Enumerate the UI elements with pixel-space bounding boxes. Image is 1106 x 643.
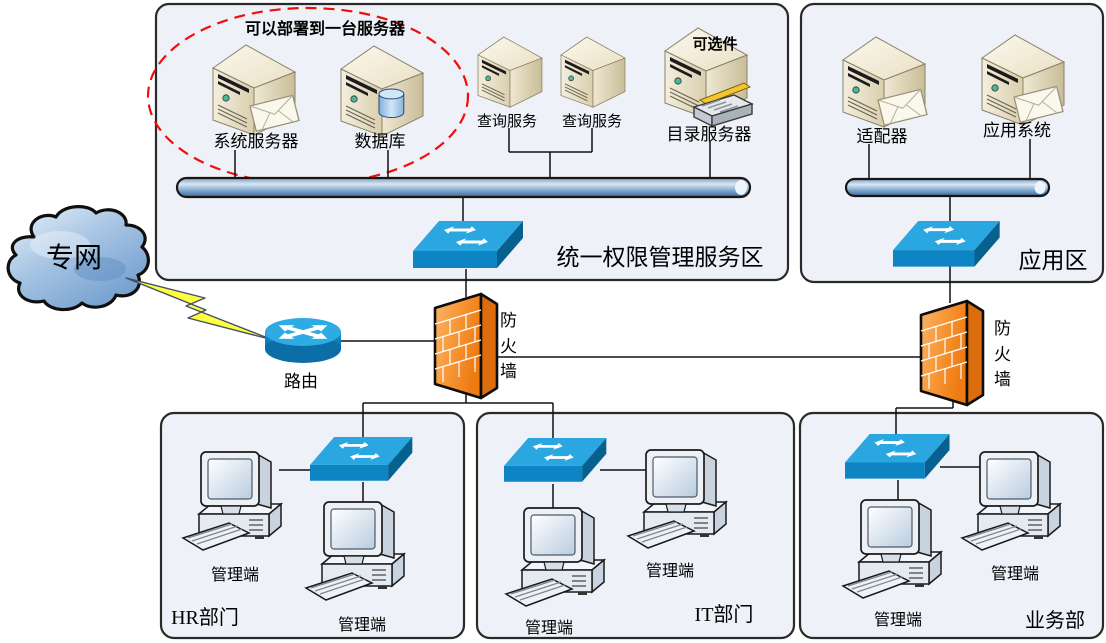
zone-title-hr: HR部门 — [171, 607, 239, 629]
optional-note: 可选件 — [692, 36, 738, 53]
label-biz-client-2: 管理端 — [990, 566, 1040, 583]
deploy-note: 可以部署到一台服务器 — [244, 21, 406, 38]
zone-title-it: IT部门 — [694, 604, 754, 626]
label-router: 路由 — [284, 372, 318, 391]
bus-app-segment — [844, 177, 1051, 198]
label-adapter: 适配器 — [856, 127, 908, 146]
cloud-icon — [6, 205, 150, 312]
zone-title-app: 应用区 — [1018, 248, 1088, 273]
label-database: 数据库 — [354, 132, 406, 151]
label-query-service-2: 查询服务 — [561, 114, 623, 130]
label-biz-client-1: 管理端 — [873, 612, 923, 629]
label-directory-server: 目录服务器 — [666, 125, 752, 144]
label-query-service-1: 查询服务 — [476, 114, 538, 130]
zone-box-auth — [154, 2, 790, 282]
database-cylinder-icon — [378, 88, 405, 119]
zone-title-biz: 业务部 — [1025, 610, 1085, 632]
label-firewall-left: 防火墙 — [500, 311, 517, 381]
label-cloud: 专网 — [45, 243, 103, 274]
router-icon — [265, 318, 341, 363]
firewall-right-icon — [919, 299, 985, 407]
connection-lines — [234, 128, 1031, 516]
zone-title-auth: 统一权限管理服务区 — [556, 245, 764, 270]
firewall-left-icon — [433, 292, 499, 400]
label-system-server: 系统服务器 — [213, 132, 299, 151]
label-it-client-2: 管理端 — [524, 620, 574, 637]
lightning-link-icon — [125, 277, 274, 341]
label-app-system: 应用系统 — [983, 121, 1051, 140]
label-firewall-right: 防火墙 — [994, 319, 1011, 389]
label-hr-client-1: 管理端 — [210, 567, 260, 584]
label-hr-client-2: 管理端 — [337, 617, 387, 634]
label-it-client-1: 管理端 — [645, 563, 695, 580]
bus-auth-segment — [175, 176, 752, 199]
